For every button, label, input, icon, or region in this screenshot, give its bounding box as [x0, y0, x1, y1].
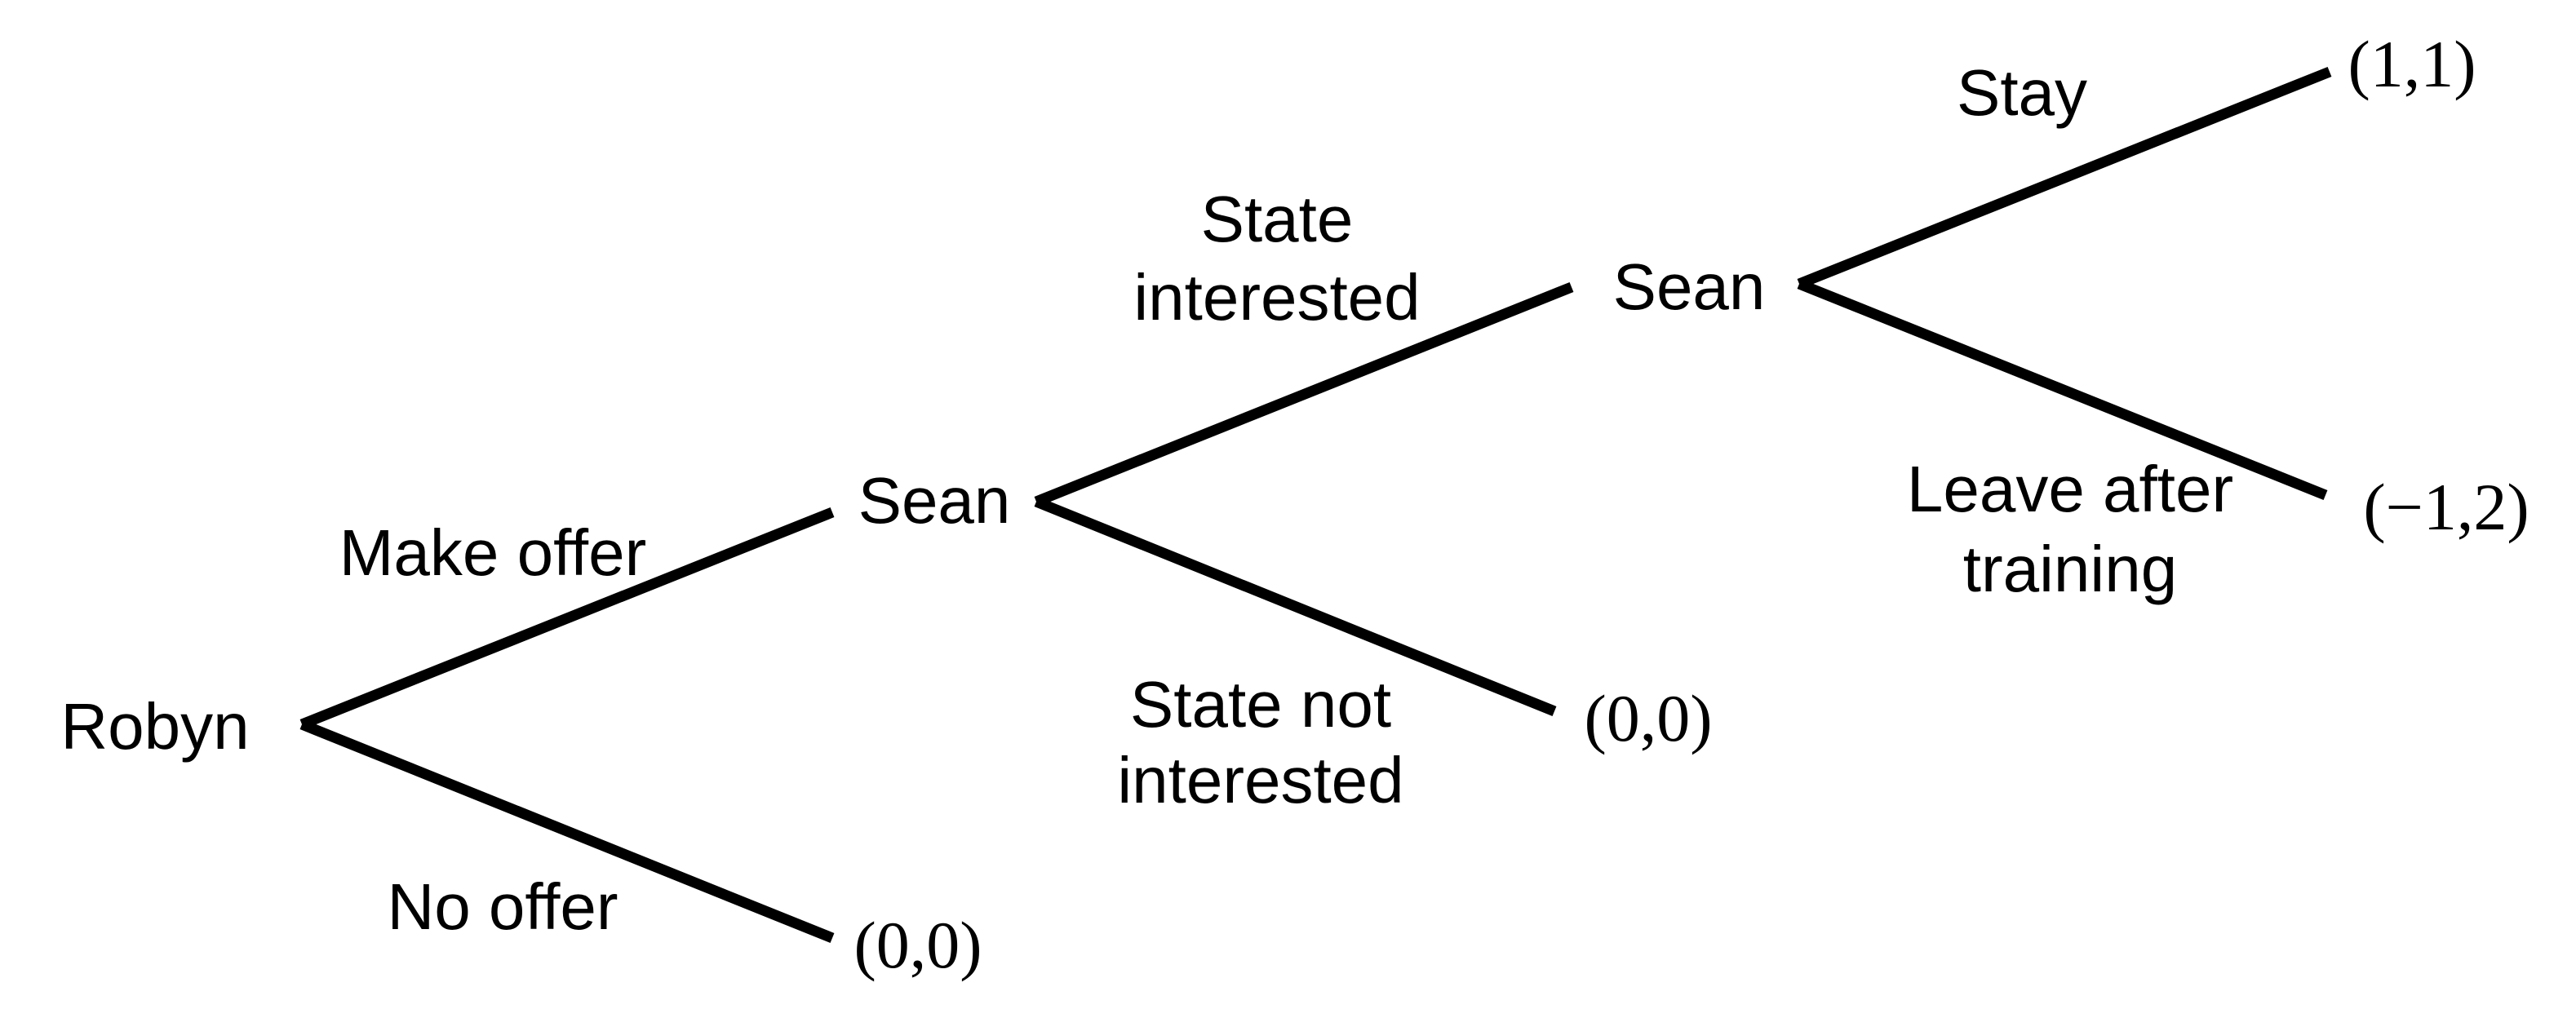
payoff-state-not-interested: (0,0) — [1584, 681, 1712, 755]
node-label-robyn: Robyn — [60, 690, 249, 763]
edge-label-make-offer: Make offer — [339, 516, 646, 589]
tree-edges — [299, 66, 2332, 944]
edge-state-interested — [1034, 281, 1574, 507]
edge-make-offer — [299, 507, 835, 730]
payoff-leave-after-training: (−1,2) — [2363, 470, 2529, 544]
edge-state-not-interested — [1034, 496, 1557, 717]
node-label-sean-2: Sean — [1613, 250, 1766, 323]
edge-label-stay: Stay — [1957, 56, 2087, 129]
edge-no-offer — [299, 719, 835, 944]
payoff-labels: (1,1) (−1,2) (0,0) (0,0) — [853, 27, 2529, 982]
edge-label-state-not-interested-line1: State not — [1130, 668, 1391, 741]
edge-label-leave-after-training-line1: Leave after — [1907, 453, 2233, 525]
payoff-stay: (1,1) — [2348, 27, 2476, 101]
edge-stay — [1797, 66, 2332, 290]
edge-label-state-not-interested-line2: interested — [1117, 744, 1403, 816]
edge-label-state-interested-line2: interested — [1133, 261, 1420, 334]
edge-label-no-offer: No offer — [387, 870, 618, 943]
edge-label-state-interested-line1: State — [1201, 183, 1354, 255]
edge-labels: Make offer No offer State interested Sta… — [339, 56, 2233, 943]
node-label-sean-1: Sean — [858, 464, 1011, 537]
payoff-no-offer: (0,0) — [853, 908, 982, 982]
edge-leave-after-training — [1797, 278, 2328, 501]
edge-label-leave-after-training-line2: training — [1963, 533, 2177, 605]
node-labels: Robyn Sean Sean — [60, 250, 1765, 763]
